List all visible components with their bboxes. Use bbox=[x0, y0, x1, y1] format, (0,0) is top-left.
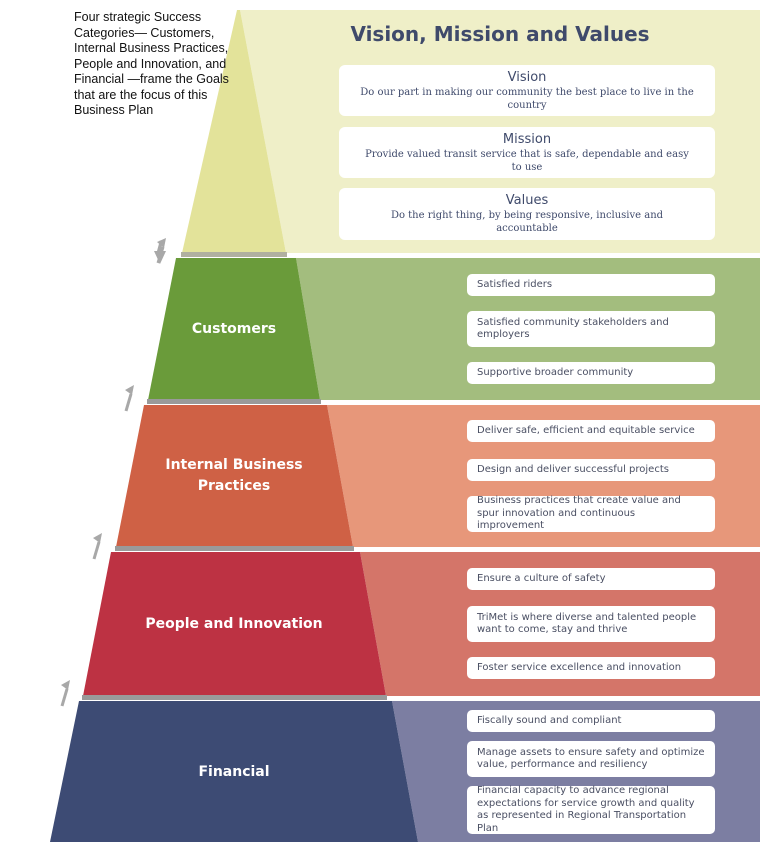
customers-goal-1: Satisfied riders bbox=[467, 274, 715, 296]
customers-goal-3: Supportive broader community bbox=[467, 362, 715, 384]
people-tier bbox=[83, 552, 386, 696]
mission-box: Mission Provide valued transit service t… bbox=[339, 127, 715, 178]
vision-tier bbox=[182, 10, 286, 253]
internal-tier-shadow bbox=[115, 546, 354, 551]
values-box: Values Do the right thing, by being resp… bbox=[339, 188, 715, 240]
internal-tier-label: Internal Business Practices bbox=[165, 457, 303, 494]
vision-heading: Vision bbox=[507, 70, 547, 85]
people-goal-1: Ensure a culture of safety bbox=[467, 568, 715, 590]
values-heading: Values bbox=[505, 193, 549, 208]
financial-goal-3: Financial capacity to advance regional e… bbox=[467, 785, 715, 834]
financial-goal-2: Manage assets to ensure safety and optim… bbox=[467, 741, 715, 777]
arrow-up-icon bbox=[156, 238, 166, 264]
internal-goal-1: Deliver safe, efficient and equitable se… bbox=[467, 420, 715, 442]
financial-tier-label: Financial bbox=[198, 764, 270, 780]
internal-tier bbox=[116, 405, 353, 547]
people-goal-2: TriMet is where diverse and talented peo… bbox=[467, 606, 715, 642]
arrow-up-icon bbox=[124, 385, 134, 412]
mission-text: Provide valued transit service that is s… bbox=[365, 149, 689, 173]
vision-box: Vision Do our part in making our communi… bbox=[339, 65, 715, 116]
internal-goal-2: Design and deliver successful projects bbox=[467, 459, 715, 481]
arrow-up-icon bbox=[92, 533, 102, 560]
values-text: Do the right thing, by being responsive,… bbox=[390, 210, 664, 234]
customers-tier-shadow bbox=[147, 399, 321, 404]
people-tier-label: People and Innovation bbox=[145, 616, 323, 632]
intro-text: Four strategic Success Categories— Custo… bbox=[74, 10, 229, 117]
customers-tier bbox=[148, 258, 320, 400]
arrow-up-icon bbox=[60, 680, 70, 707]
mission-heading: Mission bbox=[502, 132, 552, 147]
people-tier-shadow bbox=[82, 695, 387, 700]
vision-text: Do our part in making our community the … bbox=[360, 87, 694, 111]
vision-tier-shadow bbox=[181, 252, 287, 257]
financial-tier bbox=[50, 701, 418, 842]
financial-goal-1: Fiscally sound and compliant bbox=[467, 710, 715, 732]
people-goal-3: Foster service excellence and innovation bbox=[467, 657, 715, 679]
internal-goal-3: Business practices that create value and… bbox=[467, 495, 715, 532]
vision-section-title: Vision, Mission and Values bbox=[350, 22, 650, 46]
customers-tier-label: Customers bbox=[191, 321, 277, 337]
customers-goal-2: Satisfied community stakeholders and emp… bbox=[467, 311, 715, 347]
